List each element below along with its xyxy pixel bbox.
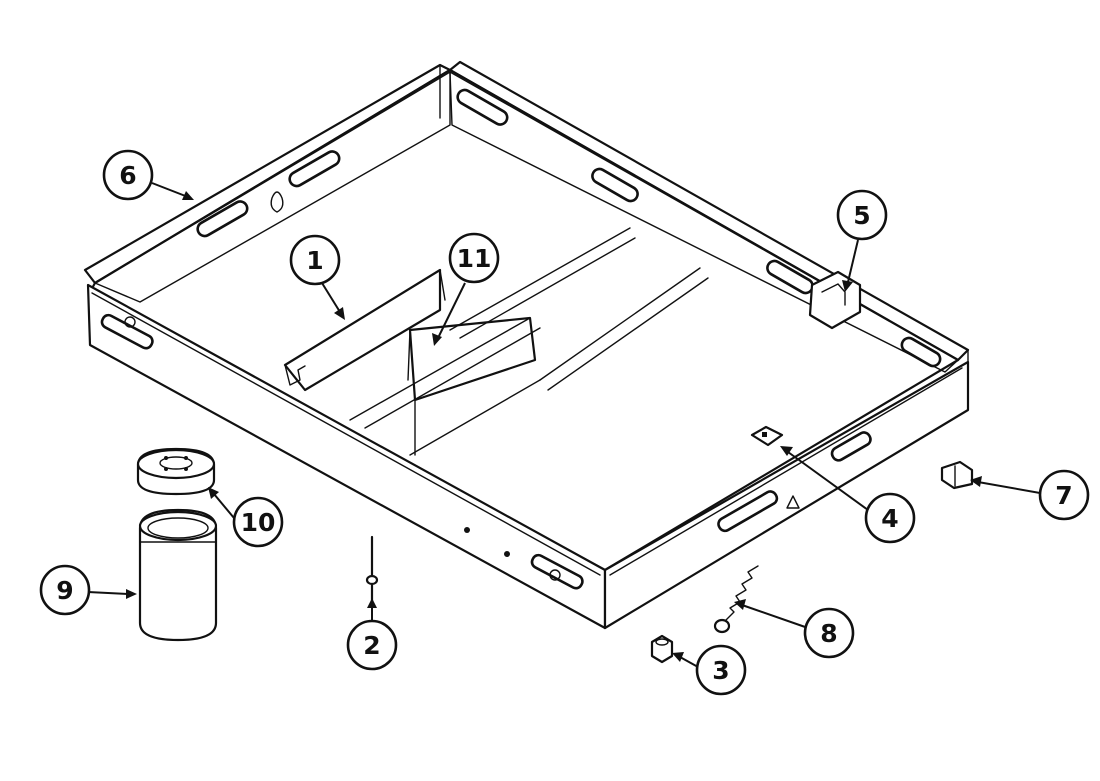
- part-10-lid: [136, 447, 216, 496]
- part-1-divider-bracket: [283, 268, 446, 392]
- callout-10-label: 10: [241, 508, 276, 537]
- callout-1-label: 1: [306, 246, 323, 275]
- part-7-bumper: [940, 460, 974, 490]
- callout-6: 6: [102, 149, 154, 201]
- callout-5-label: 5: [853, 201, 870, 230]
- callout-8-label: 8: [820, 619, 837, 648]
- part-8-spring: [713, 565, 759, 634]
- callout-7-label: 7: [1055, 481, 1072, 510]
- callout-3-label: 3: [712, 656, 729, 685]
- callout-3: 3: [695, 644, 747, 696]
- callout-2: 2: [346, 619, 398, 671]
- callout-5: 5: [836, 189, 888, 241]
- callout-11-label: 11: [457, 244, 492, 273]
- callout-9-label: 9: [56, 576, 73, 605]
- part-3-nut: [650, 634, 674, 664]
- callout-2-label: 2: [363, 631, 380, 660]
- leader-lines: [87, 182, 1041, 668]
- wall-slots: [100, 88, 942, 590]
- callout-11: 11: [448, 232, 500, 284]
- part-11-channel-rail: [349, 227, 709, 456]
- callout-10: 10: [232, 496, 284, 548]
- callout-4-label: 4: [881, 504, 898, 533]
- callout-4: 4: [864, 492, 916, 544]
- part-2-screw: [365, 535, 379, 604]
- part-9-jar: [138, 508, 218, 642]
- callout-1: 1: [289, 234, 341, 286]
- callout-8: 8: [803, 607, 855, 659]
- callout-7: 7: [1038, 469, 1090, 521]
- callout-9: 9: [39, 564, 91, 616]
- callout-6-label: 6: [119, 161, 136, 190]
- part-4-clip-nut: [750, 425, 784, 447]
